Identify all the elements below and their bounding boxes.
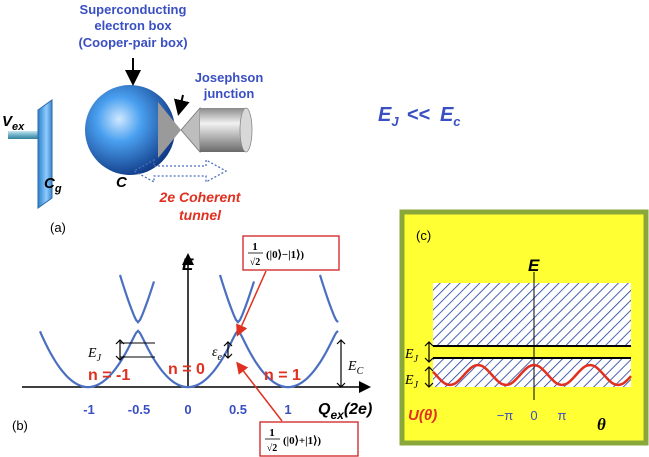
gap-band bbox=[433, 346, 631, 358]
ej2-arrow bbox=[424, 366, 434, 388]
panel-b: EJ εe EC n = -1 n = 0 n = 1 -1 -0.5 0 0.… bbox=[12, 235, 372, 457]
junction-left-cone bbox=[158, 102, 181, 158]
junction-label-line1: Josephson bbox=[195, 70, 264, 85]
x-tick: 0.5 bbox=[229, 402, 247, 417]
ej-ec-condition: EJ<<Ec bbox=[378, 104, 461, 129]
x-tick: -1 bbox=[83, 402, 95, 417]
frac-num: 1 bbox=[252, 241, 258, 253]
antisymmetric-pointer bbox=[236, 270, 267, 337]
gate-plate bbox=[37, 99, 53, 209]
lower-energy-band bbox=[38, 329, 339, 389]
x-tick: -0.5 bbox=[128, 402, 150, 417]
antisymmetric-state: (|0⟩−|1⟩) bbox=[266, 249, 304, 261]
panel-c: EJ EJ E (c) U(θ) −π 0 π θ bbox=[399, 209, 649, 446]
x-axis-label: Qex(2e) bbox=[318, 401, 372, 422]
theta-label: θ bbox=[597, 415, 606, 434]
frac-den: √2 bbox=[250, 257, 261, 268]
panel-a: Superconducting electron box (Cooper-pai… bbox=[2, 2, 263, 235]
upper-energy-band bbox=[118, 274, 339, 324]
n-minus-one-label: n = -1 bbox=[88, 367, 130, 384]
box-title-line2: electron box bbox=[94, 18, 172, 33]
panel-a-label: (a) bbox=[50, 220, 66, 235]
panel-c-y-label: E bbox=[528, 256, 540, 275]
charge-parabolas bbox=[38, 274, 339, 389]
panel-b-label: (b) bbox=[12, 418, 28, 433]
tunnel-label-line1: 2e Coherent bbox=[159, 189, 242, 205]
box-title-line1: Superconducting bbox=[80, 2, 187, 17]
junction-label-line2: junction bbox=[203, 86, 255, 101]
vex-label: Vex bbox=[2, 113, 25, 133]
tunnel-double-arrow bbox=[132, 158, 228, 184]
ej-label-b: EJ bbox=[87, 346, 102, 364]
x-tick: 1 bbox=[284, 402, 291, 417]
cg-label: Cg bbox=[44, 175, 62, 195]
eps-gap-arrowheads bbox=[223, 341, 233, 359]
ej1-label: EJ bbox=[404, 347, 419, 365]
frac-den: √2 bbox=[267, 443, 278, 454]
ec-label: EC bbox=[347, 359, 364, 377]
y-axis-label: E bbox=[182, 255, 194, 274]
frac-num: 1 bbox=[269, 427, 275, 439]
cooper-pair-box-sphere bbox=[85, 85, 175, 175]
tick-neg-pi: −π bbox=[497, 408, 514, 423]
symmetric-pointer bbox=[236, 361, 283, 422]
junction-right-cone bbox=[180, 106, 201, 154]
n-one-label: n = 1 bbox=[264, 367, 301, 384]
panel-c-label: (c) bbox=[416, 228, 431, 243]
junction-pointer-arrow bbox=[173, 94, 190, 116]
ej-gap-arrowheads bbox=[115, 339, 125, 361]
tunnel-label-line2: tunnel bbox=[179, 207, 222, 223]
ec-gap-arrowheads bbox=[336, 339, 346, 388]
electrode-cylinder-end bbox=[239, 107, 253, 153]
u-theta-label: U(θ) bbox=[408, 407, 437, 424]
ej1-arrow bbox=[424, 341, 434, 363]
symmetric-state: (|0⟩+|1⟩) bbox=[283, 435, 321, 447]
eps-label: εe bbox=[212, 345, 223, 363]
tick-zero: 0 bbox=[530, 408, 537, 423]
x-tick: 0 bbox=[184, 402, 191, 417]
c-label: C bbox=[116, 174, 128, 191]
gate-lead bbox=[8, 131, 46, 139]
box-title-line3: (Cooper-pair box) bbox=[78, 35, 187, 50]
potential-cosine bbox=[432, 363, 632, 387]
tick-pos-pi: π bbox=[558, 408, 567, 423]
electrode-cylinder bbox=[200, 108, 246, 152]
ej2-label: EJ bbox=[404, 373, 419, 391]
n-zero-label: n = 0 bbox=[168, 361, 205, 378]
condition-ej-ec: EJ<<Ec bbox=[378, 104, 461, 129]
